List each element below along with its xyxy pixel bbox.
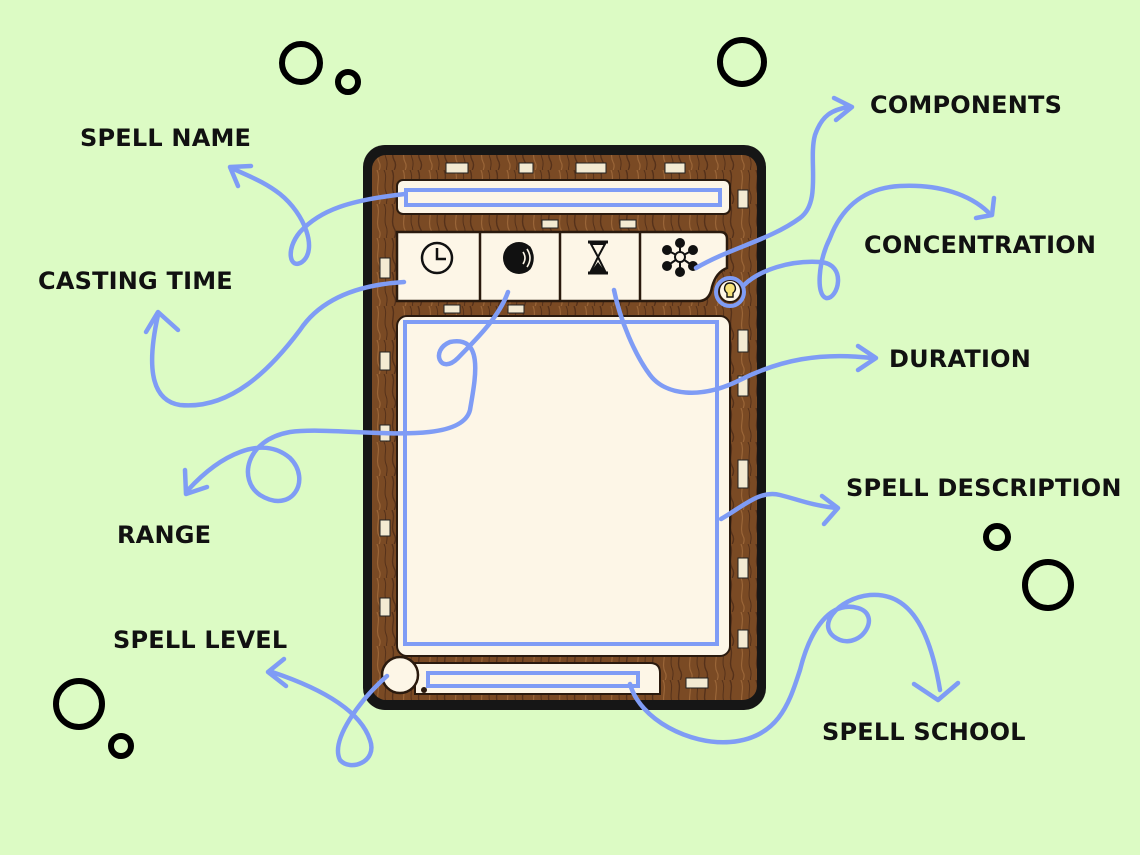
decorative-bubbles (53, 37, 1074, 759)
arrow-concentration (741, 183, 991, 301)
bubble (279, 41, 323, 85)
hourglass-icon (588, 240, 608, 275)
spell-level-badge (380, 655, 420, 695)
arrow-range (185, 289, 511, 504)
arrow-spell-description (718, 491, 839, 522)
connector-arrows (143, 95, 997, 768)
arrow-casting-time (149, 279, 407, 408)
bubble (53, 678, 105, 730)
highlight-spell-school (426, 671, 640, 688)
arrow-duration (611, 287, 875, 395)
bubble (335, 69, 361, 95)
bottom-strip (380, 655, 661, 695)
spell-description-panel (396, 315, 731, 657)
arrowhead-spell-level (265, 656, 289, 689)
label-components: COMPONENTS (870, 91, 1063, 119)
arrowhead-spell-school (911, 680, 961, 703)
components-icon (662, 238, 698, 277)
spell-name-panel (396, 179, 731, 215)
highlight-spell-description (403, 320, 719, 646)
label-range: RANGE (117, 521, 212, 549)
clock-icon (420, 241, 454, 275)
arrowhead-components (831, 95, 855, 123)
arrow-components (693, 104, 851, 271)
arrowhead-concentration (973, 195, 997, 221)
bubble (983, 523, 1011, 551)
arrow-spell-name (229, 165, 408, 266)
arrowhead-duration (855, 343, 879, 373)
field-highlights (403, 188, 746, 688)
bubble (717, 37, 767, 87)
highlight-concentration (714, 276, 746, 308)
label-spell-description: SPELL DESCRIPTION (846, 474, 1122, 502)
label-spell-name: SPELL NAME (80, 124, 252, 152)
label-spell-level: SPELL LEVEL (113, 626, 288, 654)
label-concentration: CONCENTRATION (864, 231, 1097, 259)
arrowhead-spell-description (819, 493, 841, 527)
arrowhead-spell-name (227, 163, 254, 189)
label-duration: DURATION (889, 345, 1031, 373)
label-spell-school: SPELL SCHOOL (822, 718, 1026, 746)
bubble (1022, 559, 1074, 611)
icon-row (395, 230, 742, 303)
label-casting-time: CASTING TIME (38, 267, 233, 295)
range-icon (503, 242, 536, 274)
concentration-bulb-icon (718, 279, 742, 303)
bubble (108, 733, 134, 759)
spell-card (363, 145, 766, 710)
highlight-spell-name (404, 188, 722, 207)
arrowhead-casting-time (143, 309, 181, 335)
arrowhead-range (182, 467, 210, 497)
arrow-spell-school (627, 592, 943, 745)
arrow-spell-level (269, 669, 390, 768)
